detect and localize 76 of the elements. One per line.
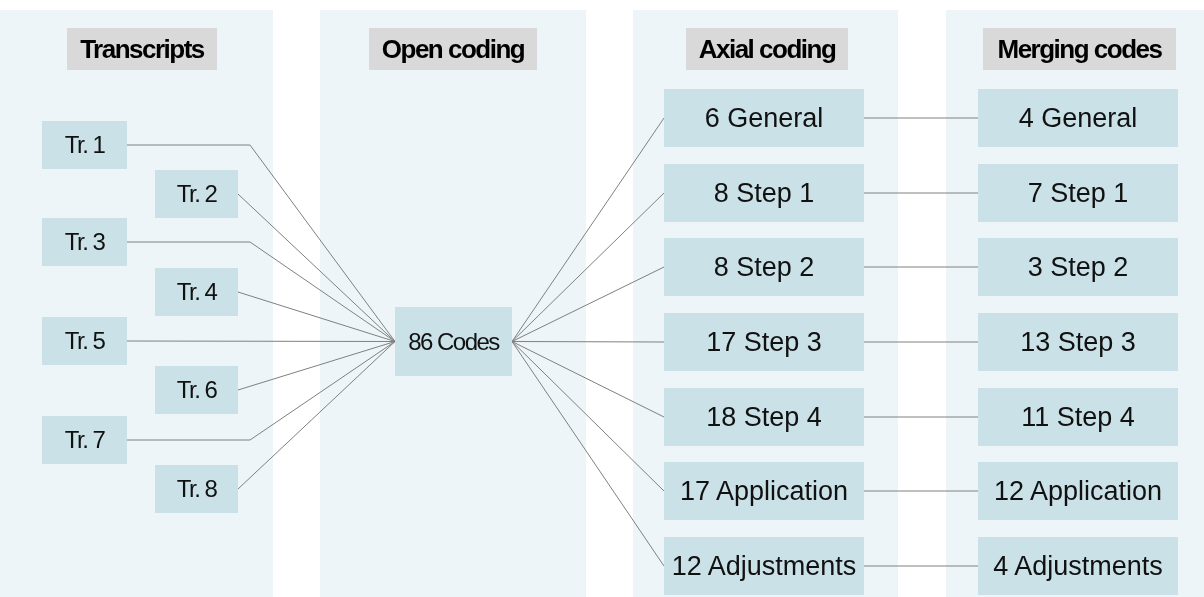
column-heading: Merging codes xyxy=(983,28,1176,70)
connector-line xyxy=(237,291,396,342)
box-label: 13 Step 3 xyxy=(1020,326,1136,358)
box-label: Tr. 7 xyxy=(64,426,105,454)
code-box xyxy=(155,465,238,513)
box-label: Tr. 8 xyxy=(176,475,217,503)
connector-line xyxy=(863,565,979,567)
column-heading: Open coding xyxy=(369,28,537,70)
code-box xyxy=(42,317,127,365)
connector-line xyxy=(237,193,396,342)
code-box xyxy=(42,416,127,464)
box-label: Tr. 6 xyxy=(176,376,217,404)
connector-line xyxy=(126,340,396,342)
connector-line xyxy=(126,241,396,342)
code-box xyxy=(155,170,238,218)
box-label: 6 General xyxy=(704,102,824,134)
connector-line xyxy=(863,117,979,119)
connector-line xyxy=(863,266,979,268)
connector-line xyxy=(511,266,665,342)
box-label: Tr. 4 xyxy=(176,278,217,306)
column-heading: Transcripts xyxy=(67,28,217,70)
box-label: 4 General xyxy=(1018,102,1138,134)
connector-line xyxy=(126,341,396,441)
code-box xyxy=(42,121,127,169)
box-label: 12 Adjustments xyxy=(671,550,857,582)
code-box xyxy=(42,218,127,266)
code-box xyxy=(664,462,864,520)
code-box xyxy=(395,307,512,376)
code-box xyxy=(978,238,1178,296)
box-label: Tr. 1 xyxy=(64,131,105,159)
code-box xyxy=(664,89,864,147)
column-band xyxy=(946,10,1204,597)
box-label: 7 Step 1 xyxy=(1027,177,1129,209)
column-heading: Axial coding xyxy=(686,28,848,70)
box-label: 11 Step 4 xyxy=(1021,401,1135,433)
connector-line xyxy=(237,341,396,391)
box-label: 8 Step 2 xyxy=(713,251,815,283)
code-box xyxy=(978,462,1178,520)
connector-line xyxy=(863,192,979,194)
box-label: 3 Step 2 xyxy=(1027,251,1129,283)
box-label: Tr. 2 xyxy=(176,180,217,208)
connector-line xyxy=(863,341,979,343)
box-label: 4 Adjustments xyxy=(993,550,1163,582)
box-label: Tr. 3 xyxy=(64,228,105,256)
box-label: 12 Application xyxy=(993,475,1163,507)
box-label: 18 Step 4 xyxy=(706,401,822,433)
box-label: 17 Application xyxy=(679,475,849,507)
connector-line xyxy=(863,416,979,418)
code-box xyxy=(978,313,1178,371)
connector-line xyxy=(511,341,665,567)
connector-line xyxy=(863,490,979,492)
connector-line xyxy=(511,117,665,342)
connector-line xyxy=(237,341,396,490)
connector-line xyxy=(511,341,665,492)
column-band xyxy=(0,10,273,597)
box-label: 8 Step 1 xyxy=(713,177,815,209)
box-label: 17 Step 3 xyxy=(706,326,822,358)
connector-line xyxy=(126,144,396,342)
code-box xyxy=(155,366,238,414)
connector-line xyxy=(511,341,665,418)
code-box xyxy=(155,268,238,316)
code-box xyxy=(978,164,1178,222)
connector-line xyxy=(511,341,665,343)
code-box xyxy=(664,164,864,222)
code-box xyxy=(664,537,864,595)
code-box xyxy=(664,388,864,446)
box-label: Tr. 5 xyxy=(64,327,105,355)
code-box xyxy=(978,388,1178,446)
code-box xyxy=(664,238,864,296)
column-band xyxy=(633,10,898,597)
column-band xyxy=(320,10,586,597)
code-box xyxy=(978,537,1178,595)
connector-line xyxy=(511,192,665,342)
code-box xyxy=(664,313,864,371)
code-box xyxy=(978,89,1178,147)
box-label: 86 Codes xyxy=(408,327,499,356)
